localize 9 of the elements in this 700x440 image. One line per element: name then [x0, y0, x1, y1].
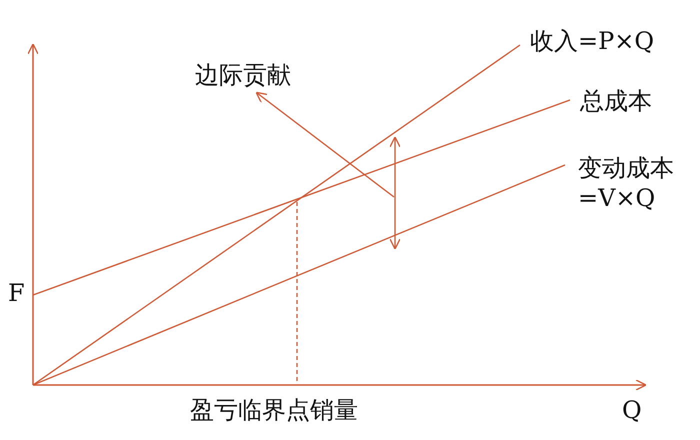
line-label: 收入=P×Q: [530, 26, 654, 56]
annotation-label: 边际贡献: [195, 60, 291, 90]
line-label: 变动成本 =V×Q: [578, 153, 675, 213]
double-arrow: [389, 136, 401, 250]
axis-label: 盈亏临界点销量: [190, 395, 358, 425]
axis-label: F: [8, 278, 25, 308]
axis-label: Q: [622, 395, 642, 425]
line-label: 总成本: [580, 86, 652, 116]
arrow: [256, 92, 394, 198]
